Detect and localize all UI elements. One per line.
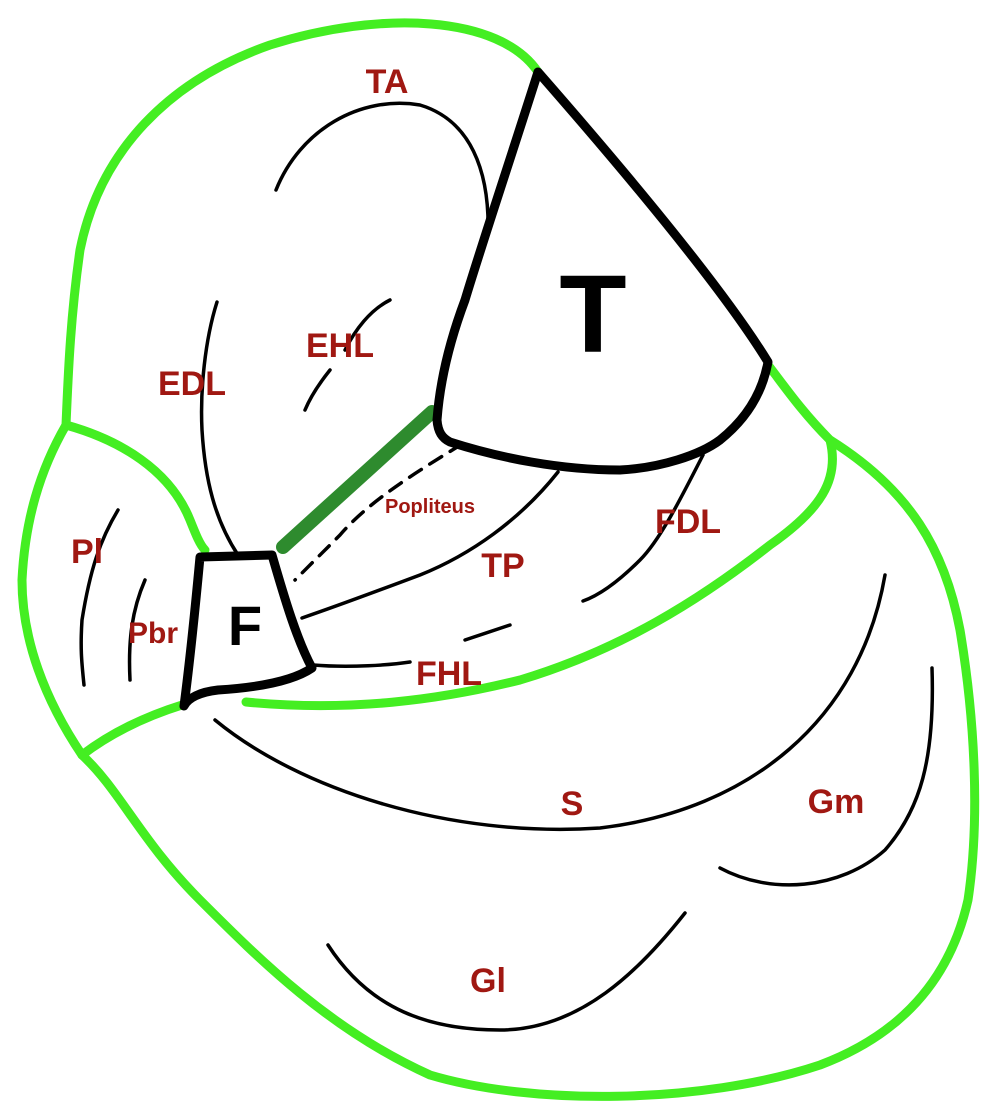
soleus-outline [213,573,887,832]
peroneus-brevis-label: Pbr [128,617,178,650]
flexor-hallucis-longus-outline [311,623,512,668]
soleus-label: S [561,785,584,823]
flexor-digitorum-longus-label: FDL [655,503,721,541]
peroneus-longus-label: Pl [71,533,103,571]
peroneus-brevis-outline [127,578,147,682]
extensor-hallucis-longus-label: EHL [306,327,374,365]
interosseous-membrane [276,405,439,554]
popliteus-outline [293,442,464,582]
gastrocnemius-lateral-outline [326,911,687,1032]
flexor-hallucis-longus-label: FHL [416,655,482,693]
muscle-outlines [79,101,935,1032]
lateral-compartment-septum [61,420,210,555]
tibia-label: T [559,253,626,376]
peroneus-longus-outline [79,508,120,687]
compartment-outlines [17,18,980,1101]
tibialis-anterior-label: TA [366,63,409,101]
posterior-septum-left [77,700,187,760]
deep-posterior-septum [241,435,837,711]
gastrocnemius-medial-outline [718,666,935,887]
fibula-label: F [228,594,262,657]
fibula-outline [179,550,317,711]
bones [179,67,773,711]
outer-boundary [17,18,980,1101]
tibialis-posterior-outline [300,470,560,620]
extensor-hallucis-longus-outline [303,298,392,412]
extensor-digitorum-longus-outline [199,300,240,557]
tibialis-anterior-outline [274,101,490,237]
gastrocnemius-lateral-label: Gl [470,962,506,1000]
popliteus-label: Popliteus [385,496,475,518]
extensor-digitorum-longus-label: EDL [158,365,226,403]
tibia-outline [432,67,773,475]
tibialis-posterior-label: TP [481,547,524,585]
flexor-digitorum-longus-outline [581,453,705,603]
gastrocnemius-medial-label: Gm [808,783,865,821]
labels: T F TA EHL EDL Popliteus FDL TP FHL Pl P… [71,63,864,1000]
